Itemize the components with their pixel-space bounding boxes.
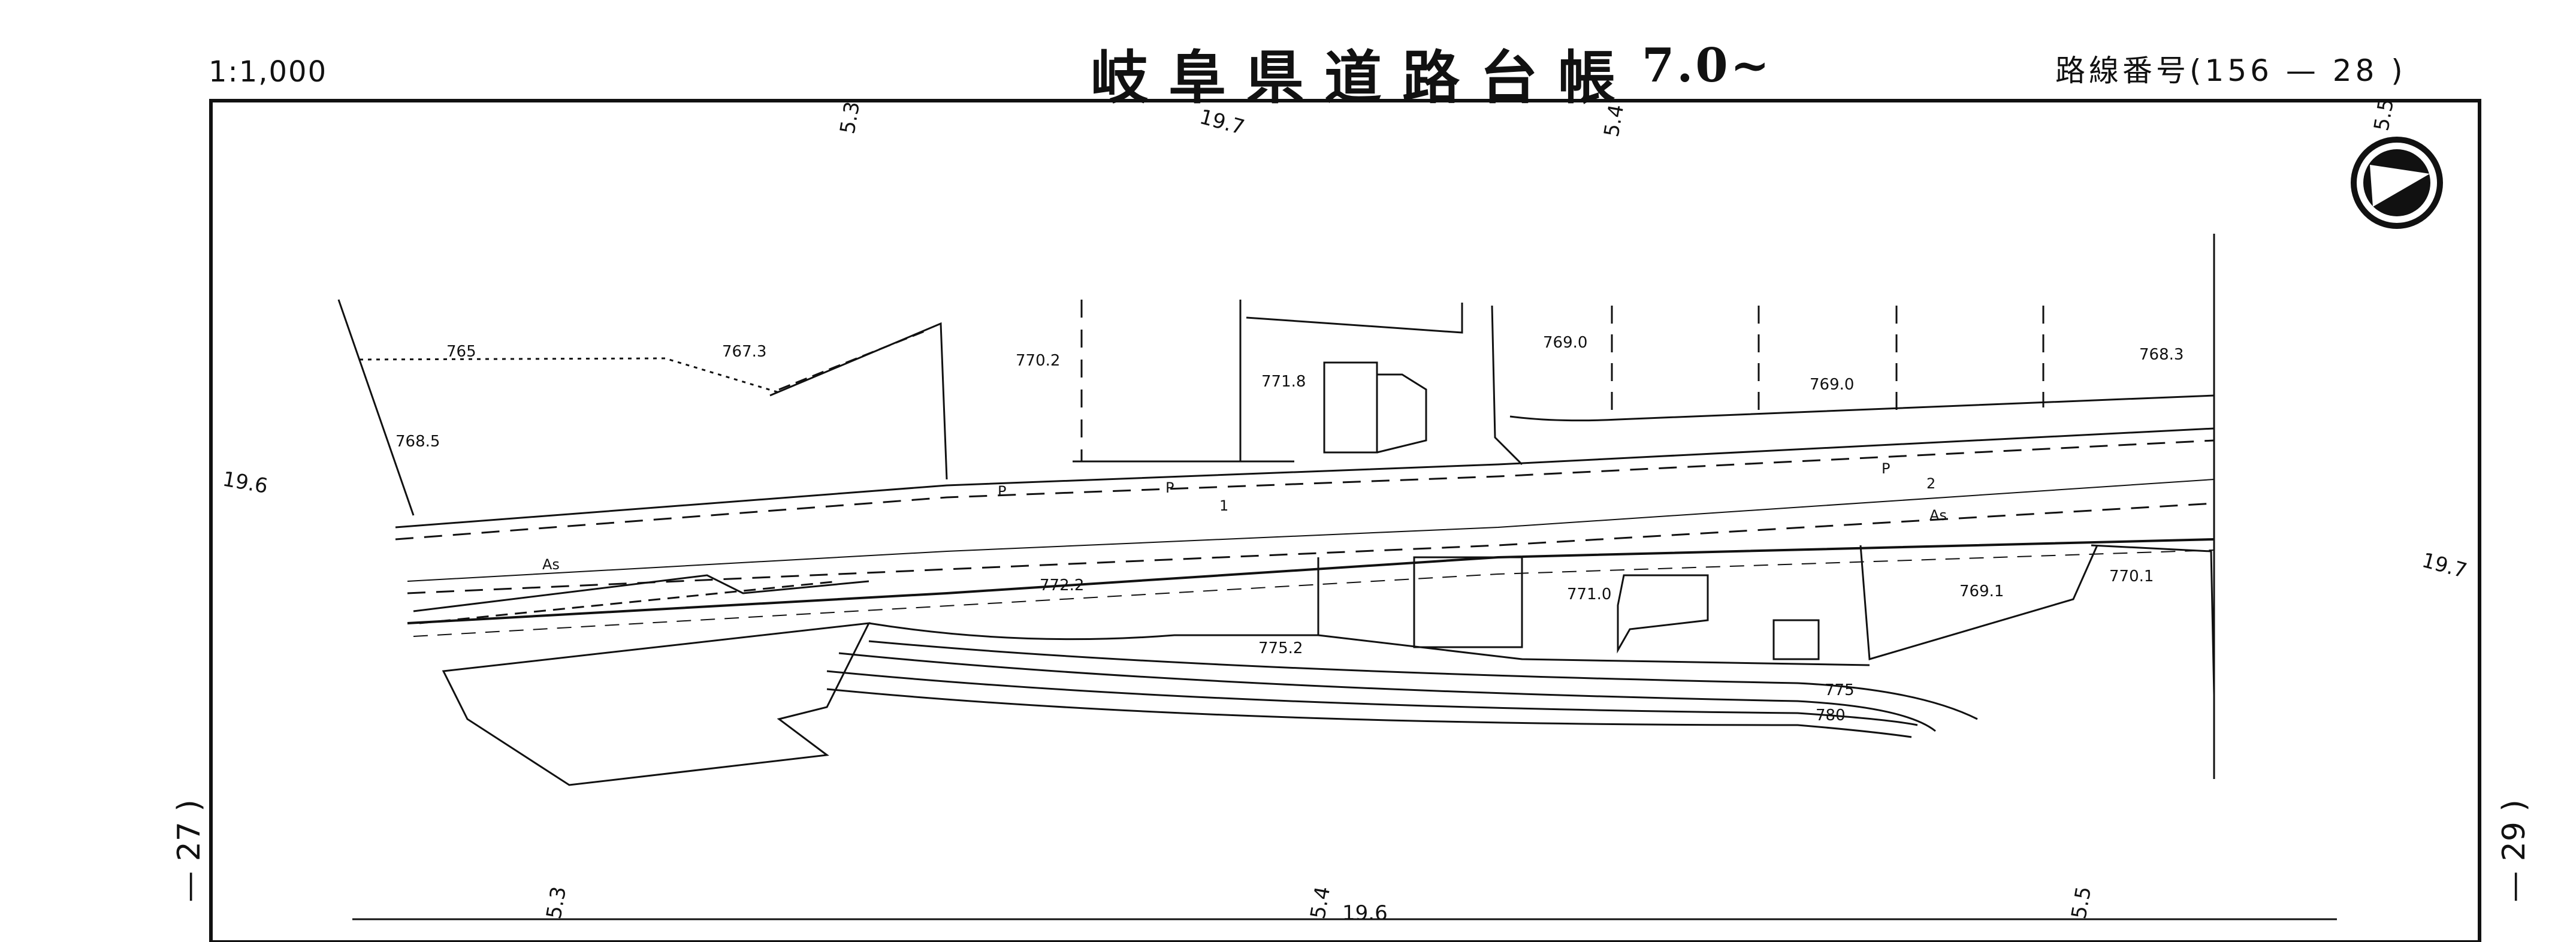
elevation: 769.1 bbox=[1959, 582, 2004, 600]
elevation: 771.0 bbox=[1567, 585, 1611, 603]
edge-mark: 5.5 bbox=[2369, 96, 2399, 132]
elevation-labels: 765 767.3 770.2 771.8 769.0 769.0 768.3 … bbox=[395, 334, 2184, 724]
elevation: 775 bbox=[1825, 681, 1855, 699]
parking-label: P bbox=[1165, 479, 1174, 496]
edge-mark: 5.4 bbox=[1306, 884, 1335, 920]
parking-label: P bbox=[998, 483, 1006, 500]
north-parcels bbox=[337, 234, 2215, 779]
road-number-label: 2 bbox=[1926, 475, 1935, 492]
edge-mark: 19.6 bbox=[221, 467, 269, 499]
route-sheet-number: 28 bbox=[2332, 53, 2378, 88]
north-arrow-icon bbox=[2351, 137, 2443, 229]
road-number-label: 1 bbox=[1219, 497, 1228, 514]
route-label-text: 路線番号( bbox=[2055, 53, 2205, 88]
route-dash: — bbox=[2285, 53, 2320, 88]
elevation: 769.0 bbox=[1810, 376, 1854, 394]
road-labels: As As P P P 1 2 bbox=[542, 460, 1947, 573]
edge-mark: 5.3 bbox=[542, 884, 571, 920]
parking-label: P bbox=[1882, 460, 1890, 477]
elevation: 772.2 bbox=[1040, 576, 1084, 594]
route-number-label: 路線番号(156 — 28 ) bbox=[2055, 47, 2406, 90]
elevation: 780 bbox=[1816, 707, 1846, 724]
edge-mark: 5.5 bbox=[2067, 884, 2096, 920]
edge-mark: 5.4 bbox=[1599, 102, 1629, 138]
survey-period: 7.0~ bbox=[1642, 38, 1772, 93]
route-number: 156 bbox=[2204, 53, 2273, 88]
elevation: 768.3 bbox=[2139, 346, 2184, 364]
pavement-label: As bbox=[542, 556, 560, 573]
elevation: 771.8 bbox=[1261, 373, 1306, 391]
map-scale: 1:1,000 bbox=[209, 55, 328, 89]
elevation: 768.5 bbox=[395, 433, 440, 451]
pavement-label: As bbox=[1929, 507, 1947, 524]
main-road bbox=[395, 427, 2215, 637]
elevation: 767.3 bbox=[722, 343, 766, 361]
edge-mark: 19.7 bbox=[2420, 548, 2469, 583]
south-parcels bbox=[413, 544, 2215, 786]
edge-mark: 5.3 bbox=[835, 99, 865, 135]
route-close: ) bbox=[2391, 53, 2406, 88]
edge-mark: 19.7 bbox=[1197, 105, 1247, 140]
elevation: 765 bbox=[446, 343, 476, 361]
map-frame bbox=[209, 99, 2481, 942]
elevation: 769.0 bbox=[1543, 334, 1587, 352]
elevation: 775.2 bbox=[1258, 639, 1303, 657]
elevation: 770.2 bbox=[1016, 352, 1060, 370]
edge-mark: 19.6 bbox=[1342, 901, 1388, 925]
edge-marks: 5.3 19.7 5.4 5.5 19.6 19.7 5.3 5.4 19.6 … bbox=[221, 96, 2469, 925]
elevation: 770.1 bbox=[2109, 567, 2154, 585]
